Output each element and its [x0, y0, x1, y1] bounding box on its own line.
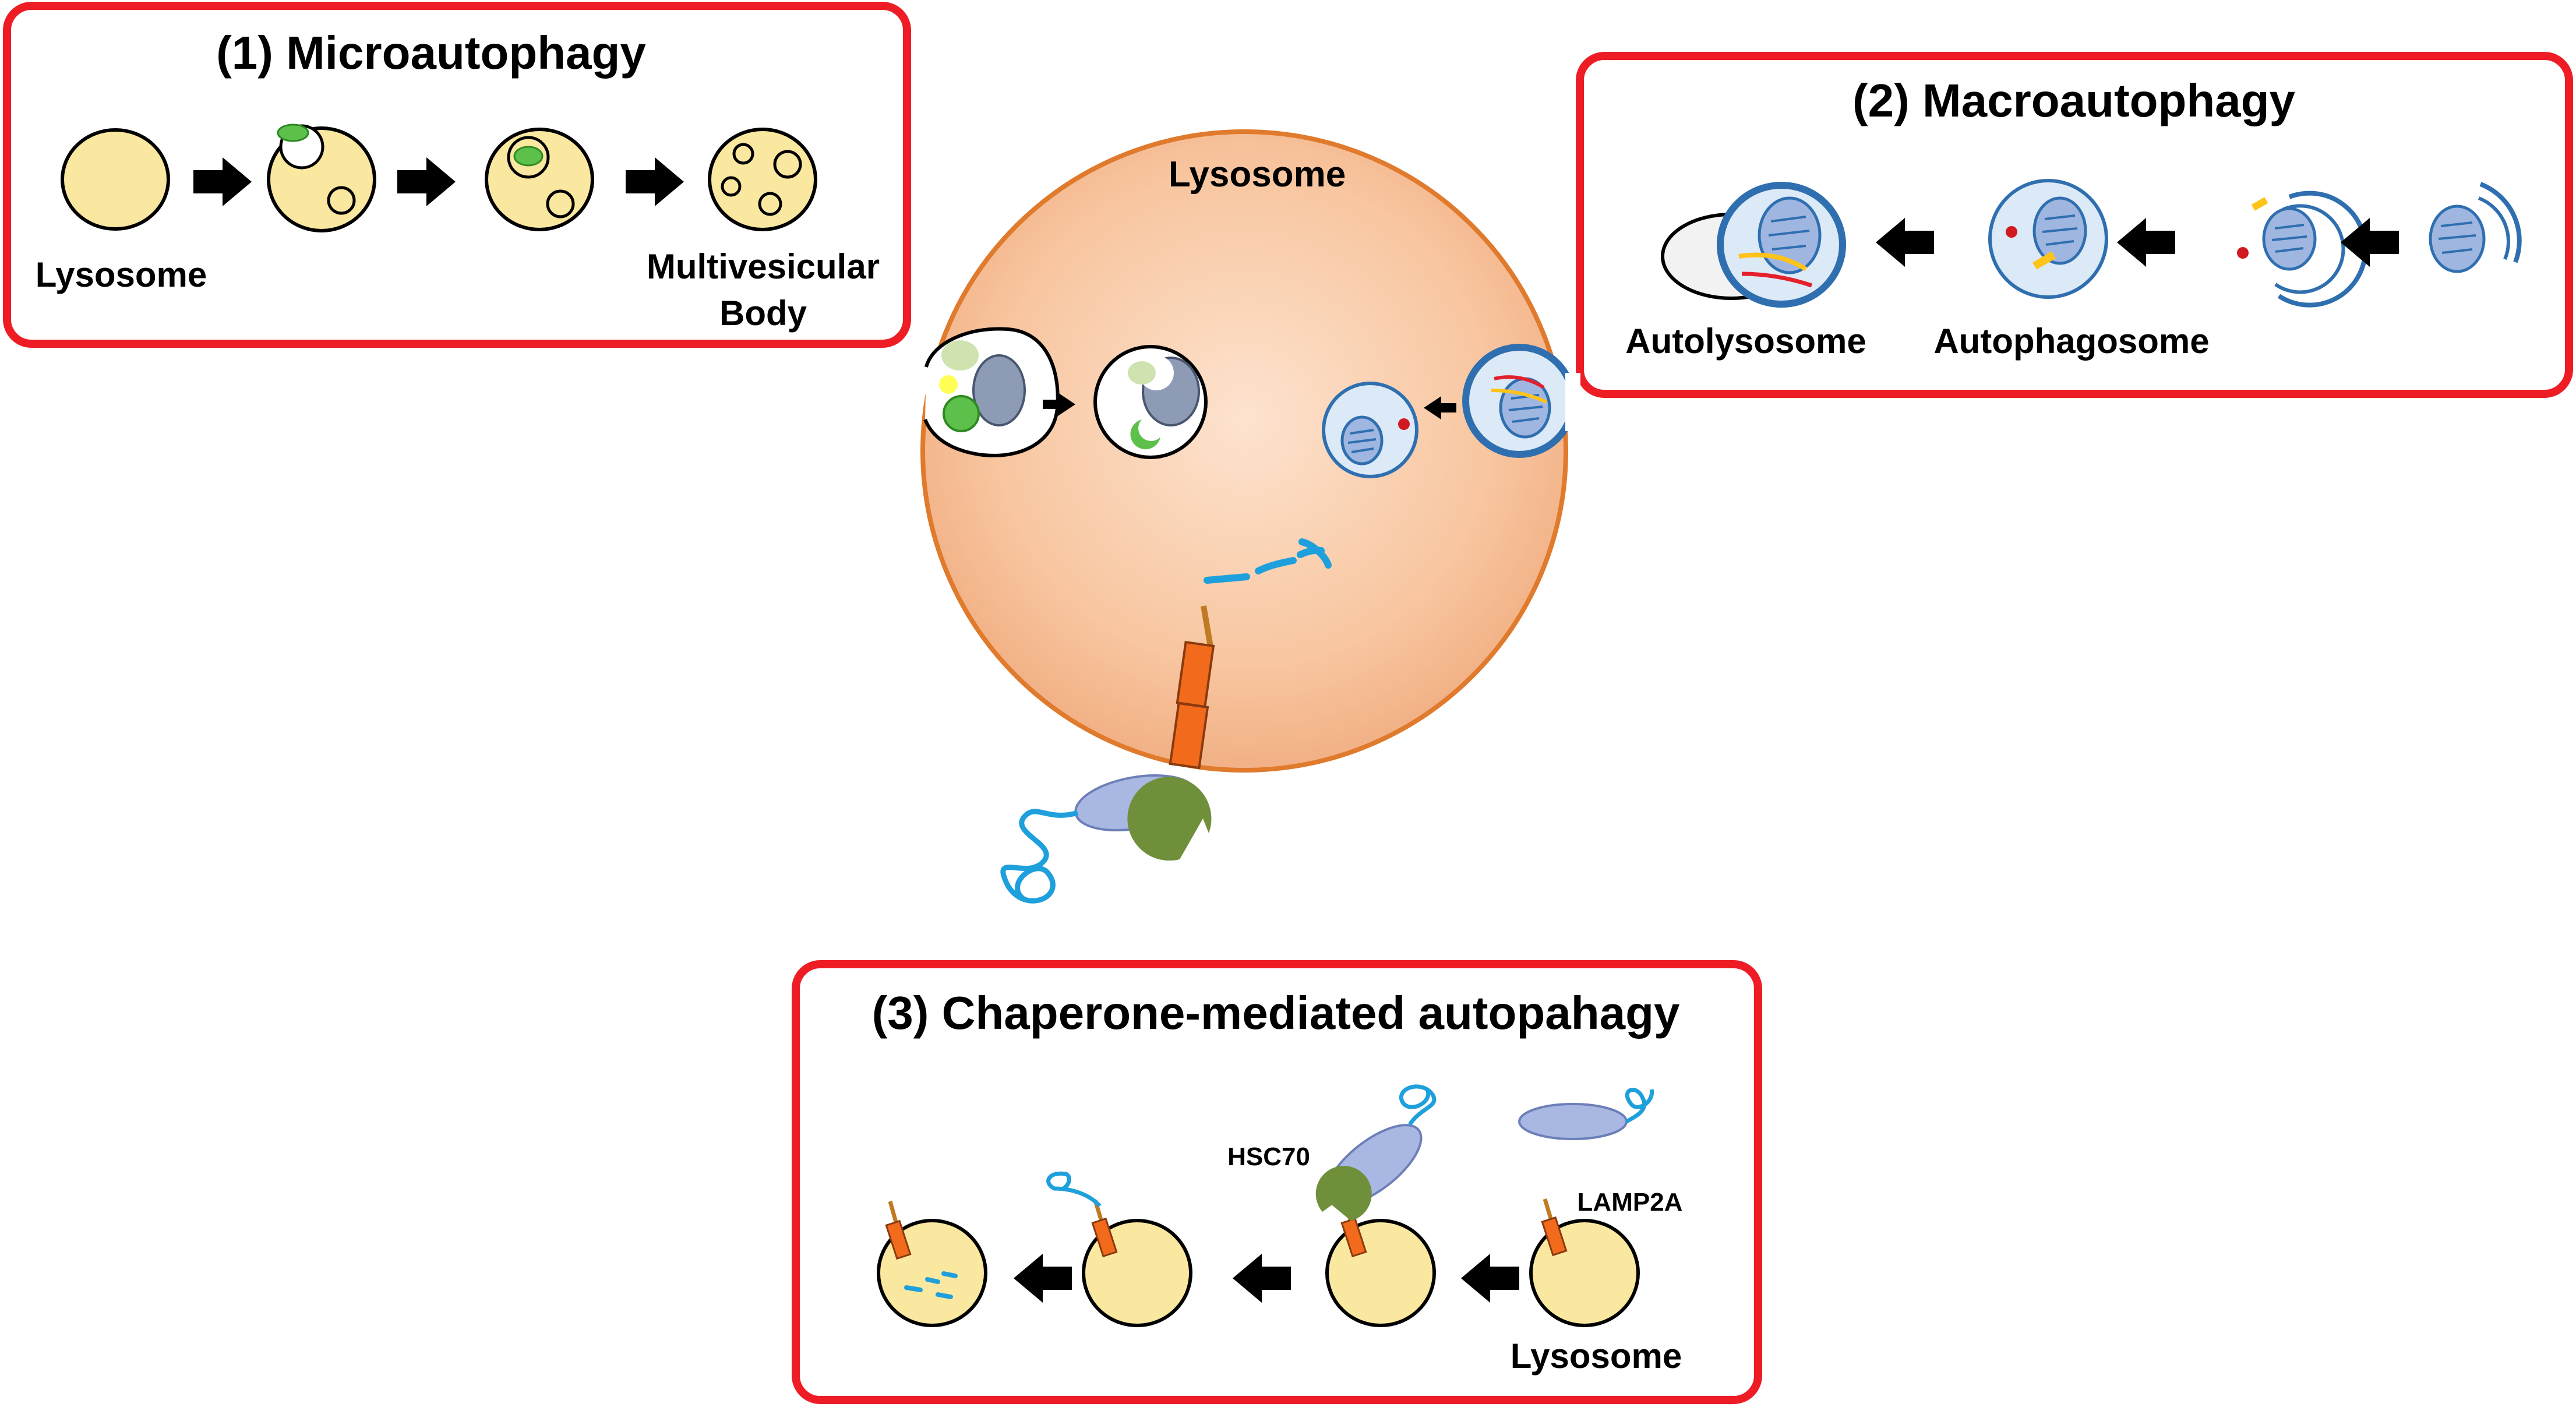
lysosome-with-vesicle: [485, 128, 594, 231]
arrow-left-icon: [1424, 396, 1456, 419]
membrane-invagination: [923, 327, 1060, 457]
phagophore-closing: [2237, 191, 2368, 308]
arrow-right-icon: [626, 157, 684, 206]
hsc70-chaperone-icon: [1127, 777, 1212, 861]
arrow-left-icon: [1014, 1254, 1072, 1303]
autophagosome-fusion: [1462, 344, 1580, 458]
mitochondrion-icon: [2429, 204, 2486, 273]
unfolded-protein-icon: [1000, 809, 1079, 904]
cma-hsc70-label: HSC70: [1227, 1142, 1310, 1171]
arrow-right-icon: [397, 157, 456, 206]
degraded-protein-fragments: [904, 1271, 958, 1299]
lysosome-label: Lysosome: [1169, 154, 1346, 195]
cma-substrate-complex: [1000, 774, 1212, 904]
phagophore-open: [2429, 182, 2522, 273]
lamp2a-receptor-icon: [1169, 605, 1215, 770]
mitochondrion-icon: [1758, 196, 1822, 274]
arrow-left-icon: [1461, 1254, 1519, 1303]
cma-lysosome-degraded: [877, 1201, 987, 1327]
microautophagy-box: [3, 2, 911, 348]
unfolded-protein-icon: [1625, 1088, 1654, 1124]
microautophagy-title: (1) Microautophagy: [216, 27, 646, 79]
internalized-autophagosome: [1322, 382, 1418, 478]
autolysosome: [1661, 182, 1846, 308]
microautophagy-panel: (1) Microautophagy Lysosome: [3, 2, 911, 348]
cma-lysosome-label: Lysosome: [1511, 1337, 1682, 1376]
hsc70-chaperone-icon: [1315, 1166, 1372, 1221]
mitochondrion-icon: [1340, 415, 1384, 466]
internalized-vesicle: [1093, 345, 1208, 459]
cma-box: [792, 960, 1762, 1404]
degraded-protein-fragments: [1204, 538, 1332, 584]
arrow-left-icon: [2341, 218, 2399, 267]
cma-lysosome-translocating: [1046, 1171, 1192, 1327]
macro-autophagosome-label: Autophagosome: [1933, 322, 2209, 361]
cma-title: (3) Chaperone-mediated autopahagy: [872, 987, 1680, 1039]
cma-lamp2a-label: LAMP2A: [1578, 1188, 1683, 1216]
macroautophagy-box: [1576, 52, 2573, 398]
arrow-right-icon: [193, 157, 252, 206]
mitochondrion-icon: [2262, 207, 2317, 271]
micro-mvb-label-line1: Multivesicular: [647, 247, 880, 286]
unfolded-protein-icon: [1046, 1171, 1102, 1208]
lamp2a-receptor-icon: [1541, 1198, 1568, 1257]
macroautophagy-title: (2) Macroautophagy: [1852, 75, 2296, 126]
mitochondrion-icon: [2032, 196, 2087, 265]
arrow-left-icon: [2117, 218, 2175, 267]
micro-mvb-label-line2: Body: [719, 294, 807, 333]
cma-lysosome-initial: [1518, 1088, 1654, 1327]
arrow-right-icon: [1043, 393, 1075, 416]
lamp2a-receptor-icon: [885, 1201, 912, 1260]
cma-lysosome-binding: [1315, 1084, 1437, 1327]
autophagosome: [1988, 179, 2108, 299]
lysosome-body: [920, 129, 1568, 773]
lysosome-plain: [61, 128, 170, 231]
lysosome-invaginating: [267, 124, 376, 232]
substrate-protein: [1518, 1103, 1628, 1140]
macroautophagy-panel: (2) Macroautophagy: [1576, 52, 2573, 398]
unfolded-protein-icon: [1399, 1084, 1437, 1126]
arrow-left-icon: [1233, 1254, 1291, 1303]
micro-lysosome-label: Lysosome: [36, 255, 207, 294]
multivesicular-body: [708, 128, 817, 231]
arrow-left-icon: [1876, 218, 1934, 267]
cma-panel: (3) Chaperone-mediated autopahagy: [792, 960, 1762, 1404]
macro-autolysosome-label: Autolysosome: [1625, 322, 1866, 361]
central-lysosome: Lysosome: [920, 129, 1580, 773]
